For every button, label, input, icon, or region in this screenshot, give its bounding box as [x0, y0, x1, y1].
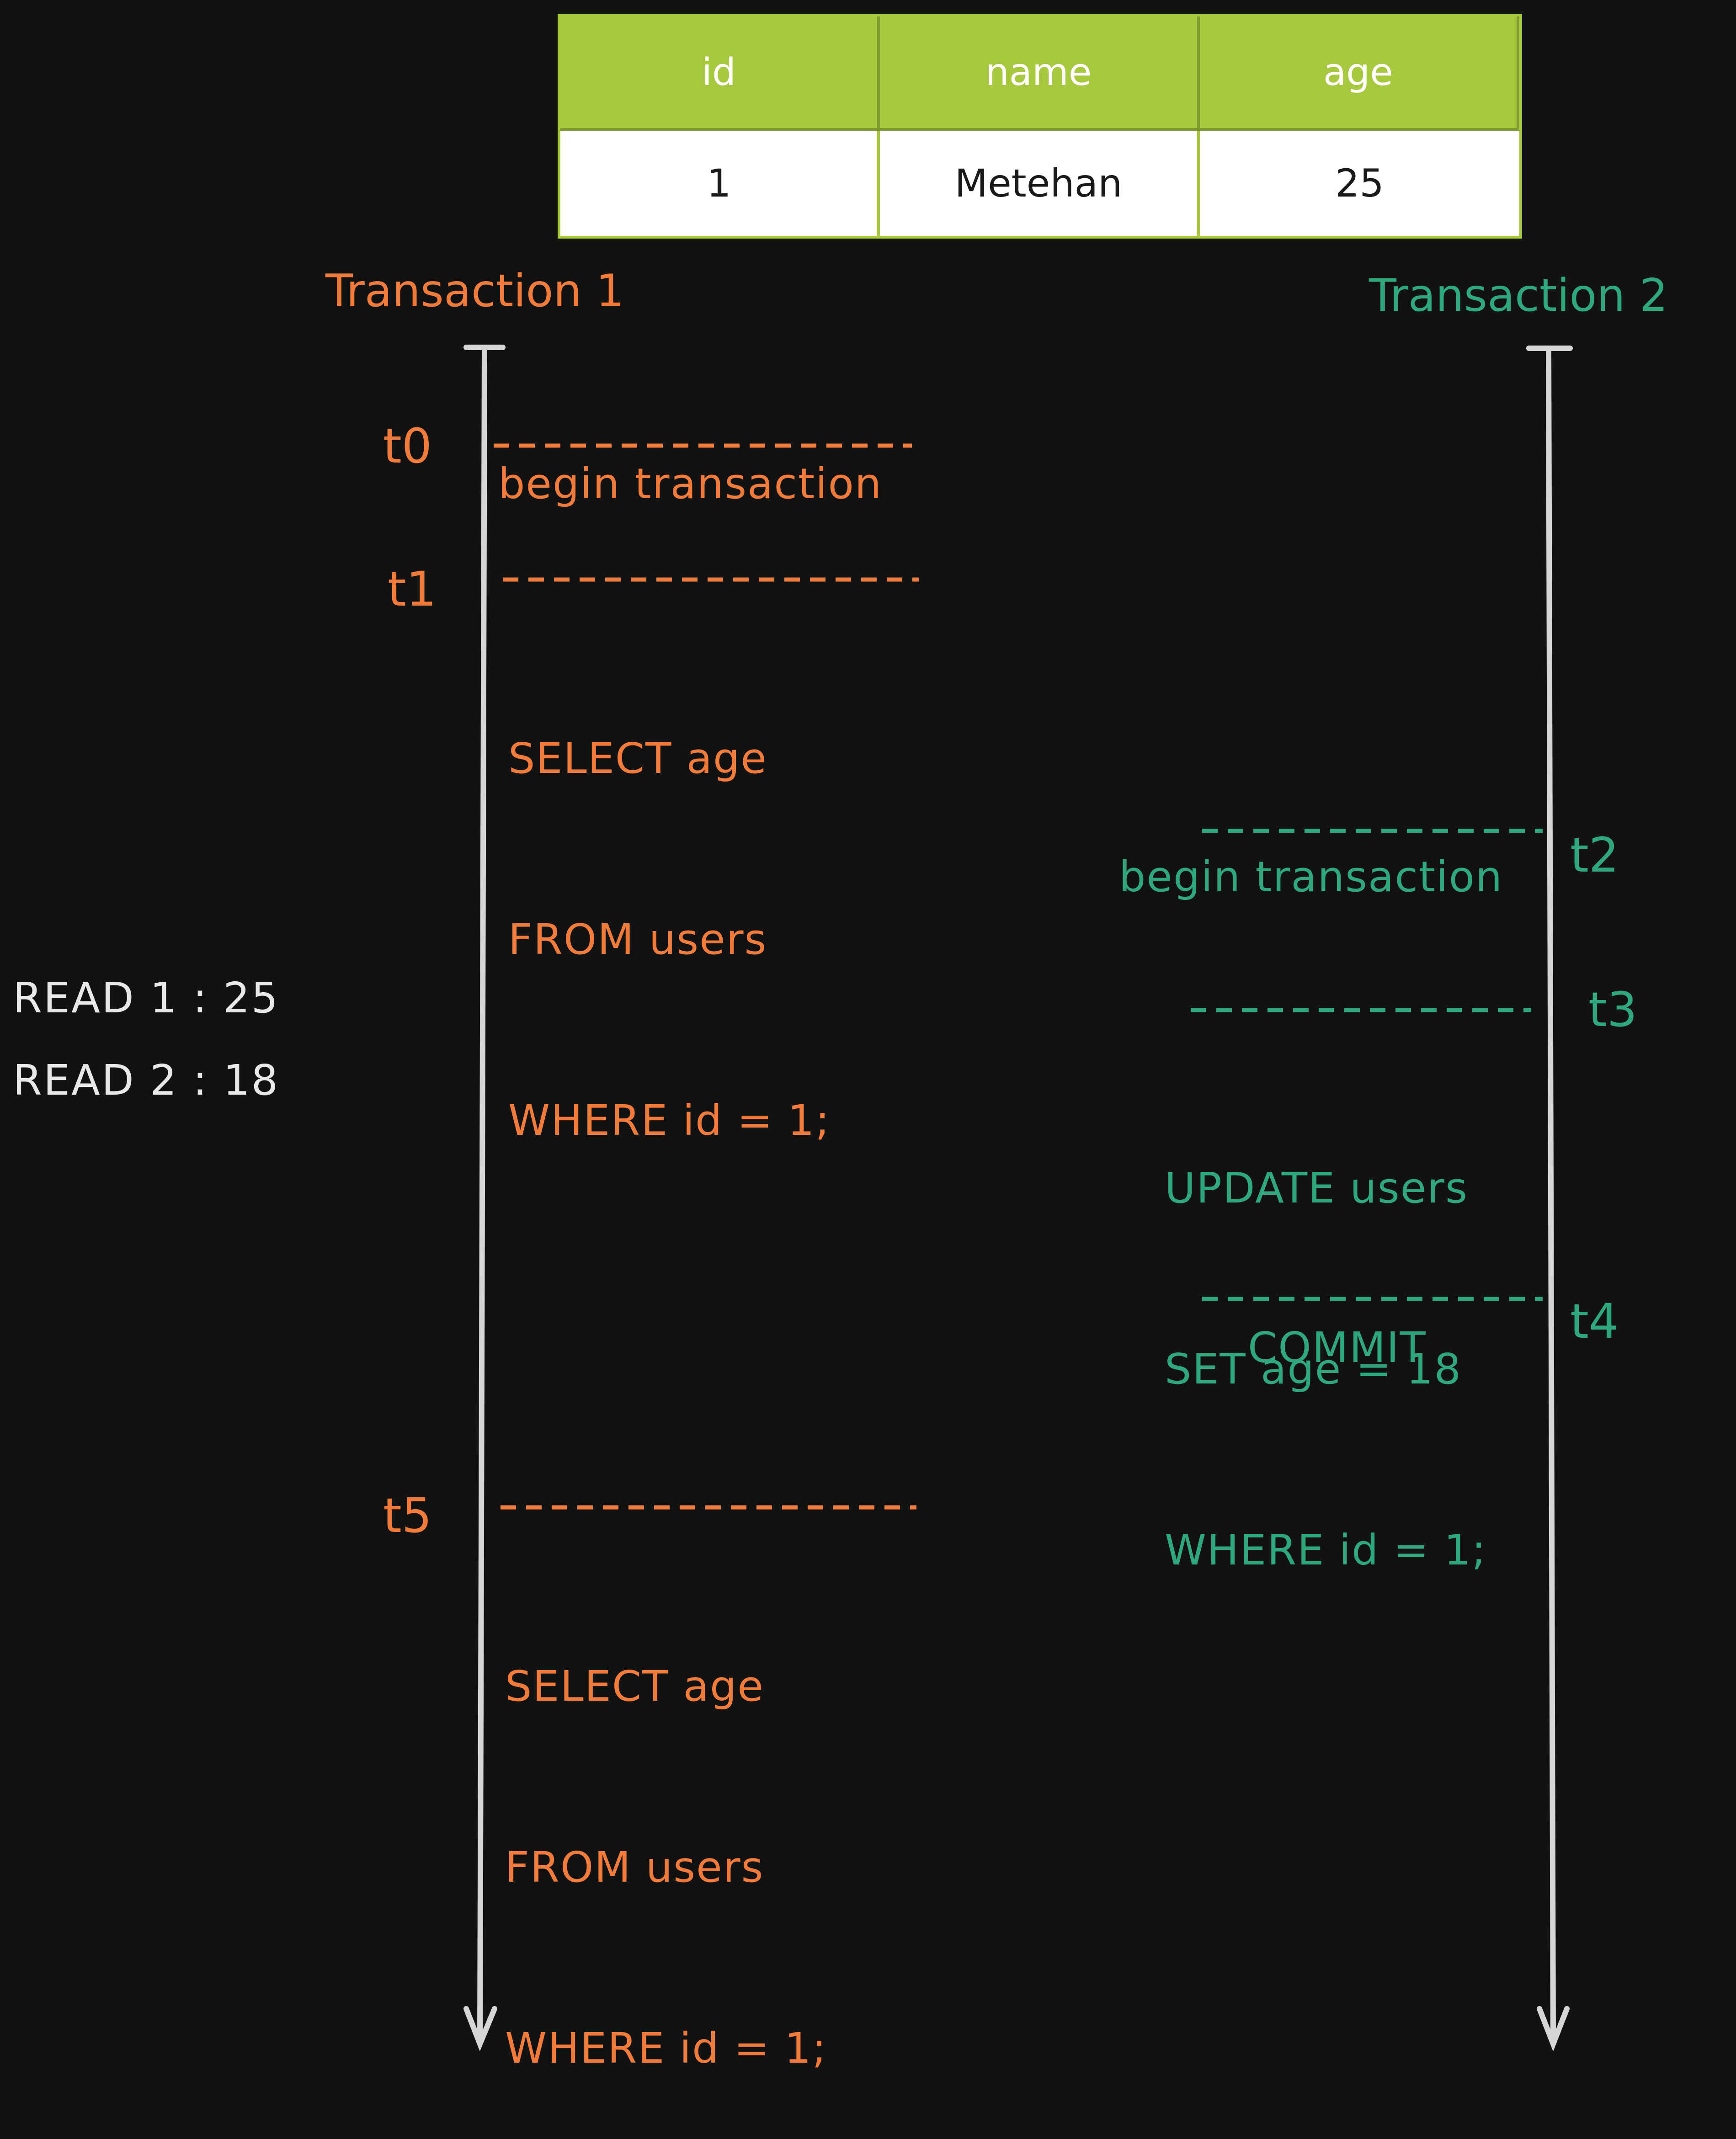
cell-age: 25 — [1199, 131, 1519, 236]
t2-update-query: UPDATE users SET age = 18 WHERE id = 1; — [1165, 1038, 1487, 1641]
code-line: WHERE id = 1; — [1165, 1526, 1487, 1575]
t2-begin-transaction: begin transaction — [1119, 852, 1503, 901]
header-name: name — [880, 16, 1200, 131]
tick-t1: t1 — [388, 561, 437, 617]
tick-t4: t4 — [1570, 1293, 1619, 1349]
code-line: SELECT age — [505, 1662, 764, 1711]
code-line: UPDATE users — [1165, 1164, 1469, 1213]
cell-id: 1 — [560, 131, 880, 236]
tick-t5: t5 — [383, 1488, 432, 1543]
cell-name: Metehan — [880, 131, 1200, 236]
code-line: WHERE id = 1; — [508, 1096, 831, 1145]
t1-select-query-2: SELECT age FROM users WHERE id = 1; — [505, 1536, 827, 2139]
t1-select-query-1: SELECT age FROM users WHERE id = 1; — [508, 608, 831, 1211]
code-line: SELECT age — [508, 734, 767, 783]
code-line: FROM users — [508, 915, 767, 964]
t2-commit: COMMIT — [1248, 1323, 1427, 1372]
code-line: FROM users — [505, 1843, 764, 1892]
timeline-1 — [463, 345, 506, 2052]
tick-t2: t2 — [1570, 827, 1619, 883]
read-2-result: READ 2 : 18 — [13, 1056, 280, 1105]
read-1-result: READ 1 : 25 — [13, 974, 280, 1022]
header-age: age — [1199, 16, 1519, 131]
timeline-2 — [1526, 346, 1573, 2052]
transaction-2-title: Transaction 2 — [1369, 270, 1668, 322]
timeline-lines — [463, 345, 1573, 2052]
code-line: SET age = 18 — [1165, 1345, 1462, 1394]
tick-t3: t3 — [1588, 982, 1637, 1038]
tick-t0: t0 — [383, 418, 432, 474]
users-table: id name age 1 Metehan 25 — [558, 14, 1522, 239]
header-id: id — [560, 16, 880, 131]
transaction-1-title: Transaction 1 — [325, 265, 625, 317]
t1-begin-transaction: begin transaction — [498, 459, 883, 508]
code-line: WHERE id = 1; — [505, 2024, 827, 2073]
